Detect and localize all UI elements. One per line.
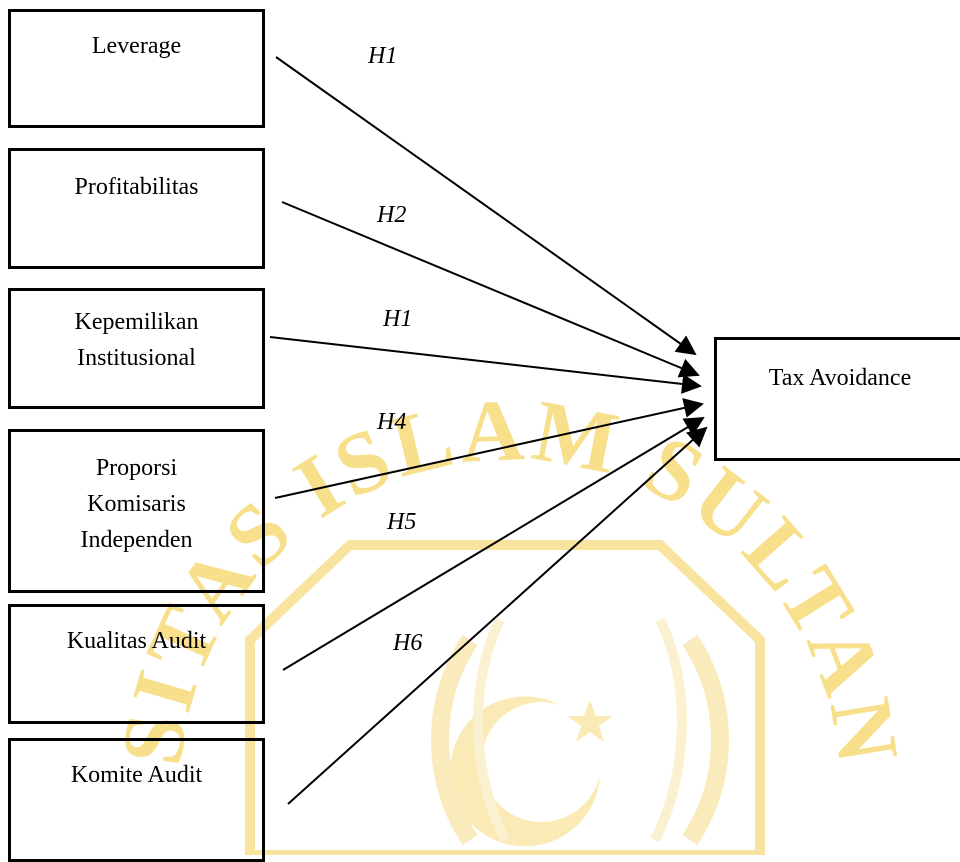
box-komite-audit: Komite Audit bbox=[8, 738, 265, 862]
label-tax-avoidance: Tax Avoidance bbox=[768, 365, 912, 391]
label-kepemilikan-institusional: Kepemilikan Institusional bbox=[74, 309, 199, 371]
box-profitabilitas: Profitabilitas bbox=[8, 148, 265, 269]
box-kualitas-audit: Kualitas Audit bbox=[8, 604, 265, 724]
label-proporsi-komisaris-independen: Proporsi Komisaris Independen bbox=[80, 455, 193, 553]
hypothesis-label-3: H1 bbox=[383, 306, 413, 332]
arrow-proporsi bbox=[274, 398, 704, 499]
arrow-komite bbox=[287, 426, 708, 805]
label-profitabilitas: Profitabilitas bbox=[74, 174, 199, 200]
box-kepemilikan-institusional: Kepemilikan Institusional bbox=[8, 288, 265, 409]
hypothesis-label-5: H5 bbox=[387, 509, 417, 535]
hypothesis-label-2: H2 bbox=[377, 202, 407, 228]
arrow-leverage bbox=[275, 56, 697, 356]
box-proporsi-komisaris-independen: Proporsi Komisaris Independen bbox=[8, 429, 265, 593]
arrow-kualitas bbox=[282, 416, 705, 671]
arrow-kepemilikan bbox=[269, 336, 702, 394]
label-kualitas-audit: Kualitas Audit bbox=[66, 628, 207, 654]
box-leverage: Leverage bbox=[8, 9, 265, 128]
hypothesis-label-6: H6 bbox=[393, 630, 423, 656]
label-komite-audit: Komite Audit bbox=[70, 762, 203, 788]
box-tax-avoidance: Tax Avoidance bbox=[714, 337, 960, 461]
label-leverage: Leverage bbox=[91, 33, 182, 59]
arrow-profitabilitas bbox=[281, 201, 700, 378]
hypothesis-label-4: H4 bbox=[377, 409, 407, 435]
hypothesis-label-1: H1 bbox=[368, 43, 398, 69]
